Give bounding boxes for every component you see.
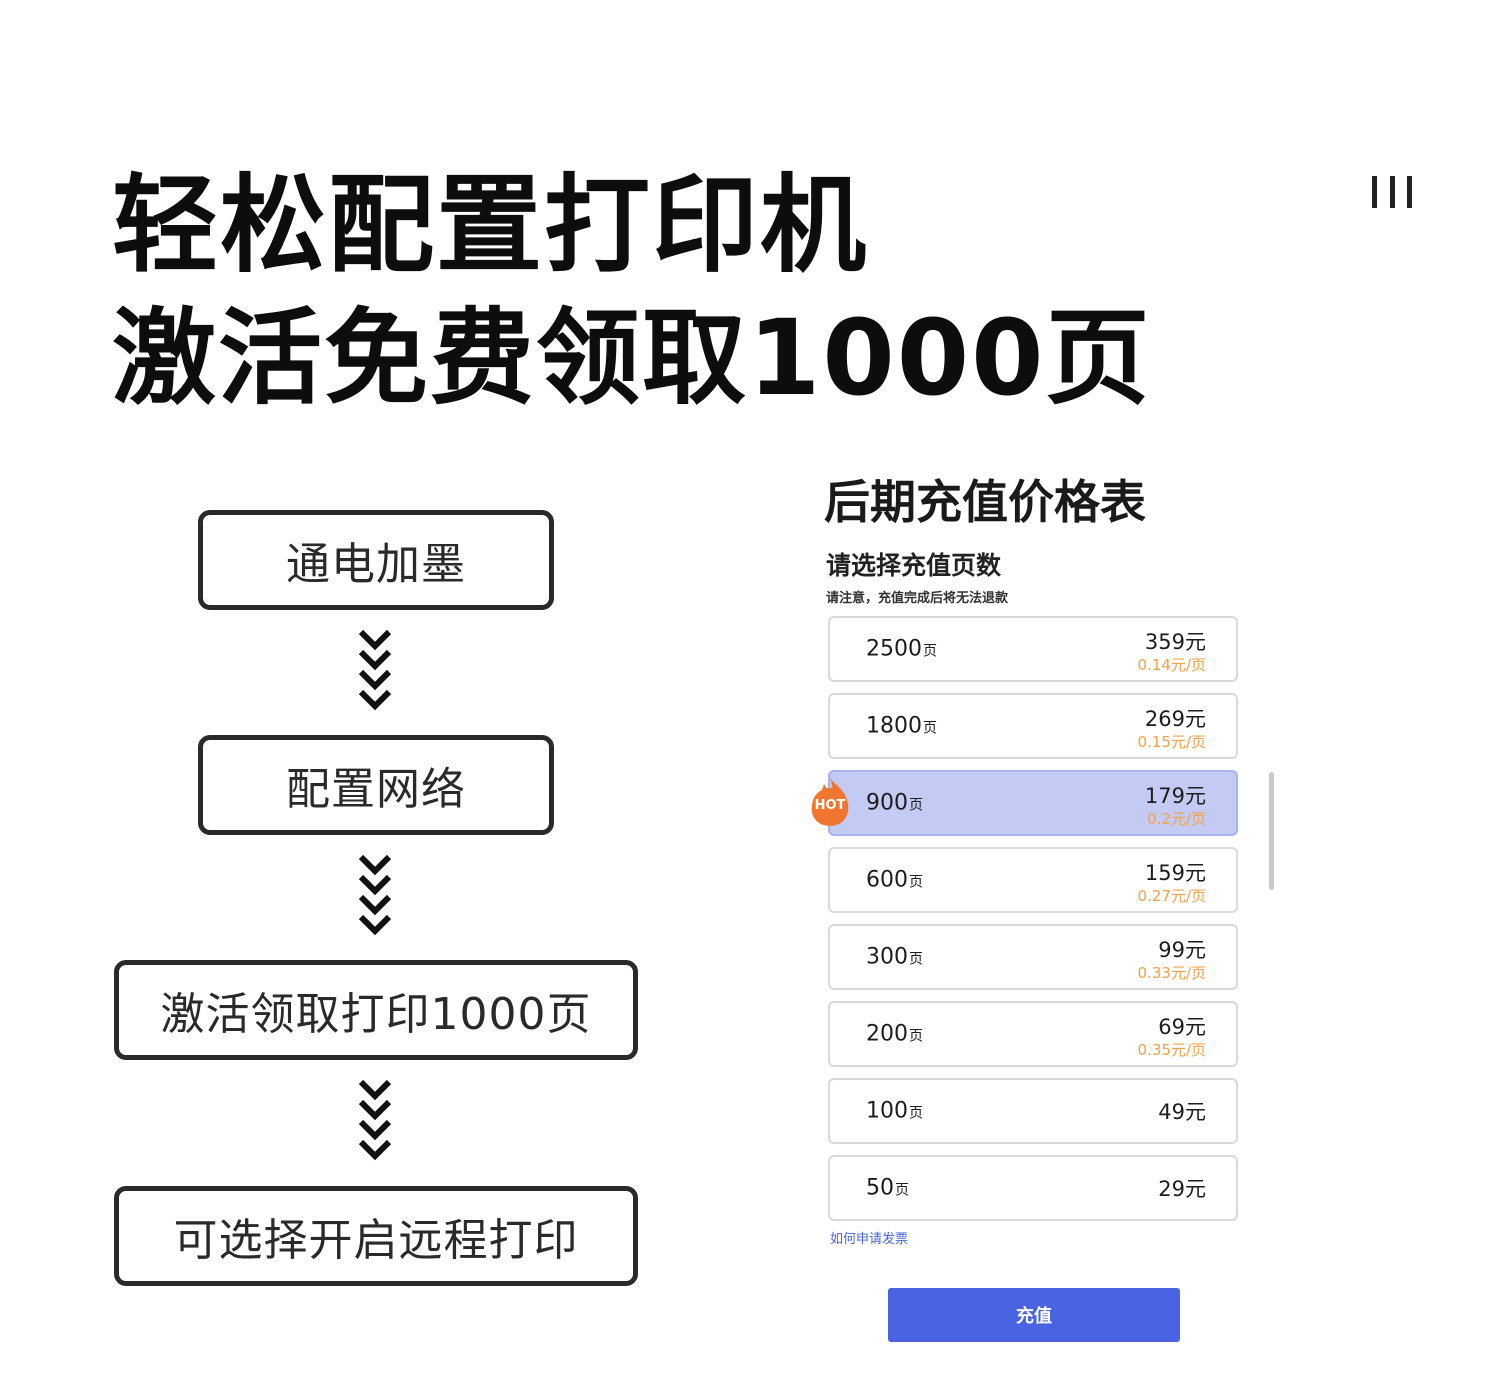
recharge-options-list: 2500页 359元 0.14元/页 1800页 269元 0.15元/页 HO…: [811, 616, 1240, 1232]
option-per-page: 0.2元/页: [1147, 810, 1206, 828]
recharge-option-100[interactable]: 100页 49元: [828, 1078, 1238, 1144]
recharge-button[interactable]: 充值: [888, 1288, 1180, 1342]
pricing-subtitle: 请选择充值页数: [826, 551, 1002, 580]
option-price: 159元: [1144, 861, 1206, 885]
step-configure-network: 配置网络: [198, 735, 554, 835]
option-price: 69元: [1158, 1015, 1206, 1039]
headline-line-2: 激活免费领取1000页: [112, 297, 1152, 419]
option-per-page: 0.14元/页: [1137, 656, 1206, 674]
step-label: 可选择开启远程打印: [173, 1215, 579, 1266]
option-pages: 100: [866, 1098, 908, 1124]
step-power-ink: 通电加墨: [198, 510, 554, 610]
page-unit: 页: [923, 720, 937, 737]
pricing-note: 请注意，充值完成后将无法退款: [826, 591, 1009, 606]
page-unit: 页: [909, 951, 923, 968]
page-unit: 页: [895, 1182, 909, 1199]
option-price: 49元: [1158, 1100, 1206, 1124]
headline: 轻松配置打印机 激活免费领取1000页: [112, 160, 1151, 424]
option-pages: 200: [866, 1021, 908, 1047]
option-pages: 300: [866, 944, 908, 970]
chevrons-down-icon: [358, 629, 392, 711]
step-activate: 激活领取打印1000页: [114, 960, 638, 1060]
recharge-option-600[interactable]: 600页 159元 0.27元/页: [828, 847, 1238, 913]
option-price: 99元: [1158, 938, 1206, 962]
option-pages: 600: [866, 867, 908, 893]
option-per-page: 0.15元/页: [1137, 733, 1206, 751]
menu-icon[interactable]: [1372, 176, 1412, 208]
scrollbar[interactable]: [1269, 772, 1274, 890]
step-label: 配置网络: [286, 764, 466, 815]
page-unit: 页: [909, 1028, 923, 1045]
option-price: 359元: [1144, 630, 1206, 654]
recharge-option-200[interactable]: 200页 69元 0.35元/页: [828, 1001, 1238, 1067]
recharge-option-50[interactable]: 50页 29元: [828, 1155, 1238, 1221]
hot-badge: HOT: [806, 776, 854, 828]
headline-line-1: 轻松配置打印机: [112, 164, 868, 287]
recharge-option-300[interactable]: 300页 99元 0.33元/页: [828, 924, 1238, 990]
option-per-page: 0.27元/页: [1137, 887, 1206, 905]
hot-label: HOT: [814, 798, 846, 813]
page-unit: 页: [909, 874, 923, 891]
chevrons-down-icon: [358, 1079, 392, 1161]
option-price: 179元: [1144, 784, 1206, 808]
recharge-option-1800[interactable]: 1800页 269元 0.15元/页: [828, 693, 1238, 759]
page-unit: 页: [909, 797, 923, 814]
option-pages: 900: [866, 790, 908, 816]
invoice-help-link[interactable]: 如何申请发票: [830, 1232, 909, 1247]
recharge-option-2500[interactable]: 2500页 359元 0.14元/页: [828, 616, 1238, 682]
option-price: 269元: [1144, 707, 1206, 731]
step-label: 激活领取打印1000页: [160, 989, 592, 1040]
option-pages: 2500: [866, 636, 922, 662]
recharge-option-900[interactable]: HOT 900页 179元 0.2元/页: [811, 770, 1238, 836]
option-per-page: 0.33元/页: [1137, 964, 1206, 982]
option-pages: 1800: [866, 713, 922, 739]
option-price: 29元: [1158, 1177, 1206, 1201]
page-unit: 页: [909, 1105, 923, 1122]
flame-icon: [811, 778, 849, 826]
page-unit: 页: [923, 643, 937, 660]
pricing-title: 后期充值价格表: [824, 475, 1146, 529]
option-per-page: 0.35元/页: [1137, 1041, 1206, 1059]
step-label: 通电加墨: [286, 539, 466, 590]
step-remote-print: 可选择开启远程打印: [114, 1186, 638, 1286]
chevrons-down-icon: [358, 854, 392, 936]
option-pages: 50: [866, 1175, 894, 1201]
